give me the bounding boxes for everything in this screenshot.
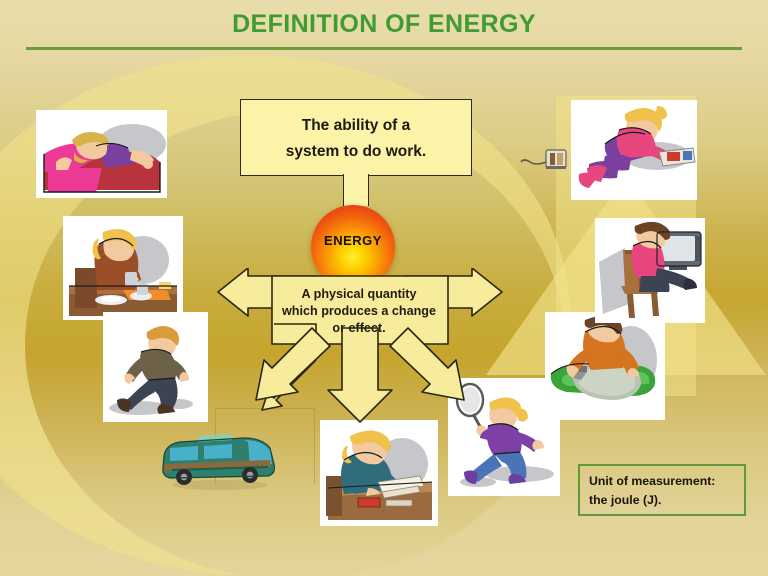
definition-line-1: The ability of a (301, 116, 411, 134)
multi-direction-arrow (212, 268, 508, 428)
clipart-green-bus (158, 430, 280, 492)
arrow-line-3: or effect. (332, 321, 386, 335)
clipart-boy-studying (320, 420, 438, 526)
clipart-girl-eating (63, 216, 183, 320)
clipart-girl-sleeping (36, 110, 167, 198)
unit-line-1: Unit of measurement: (589, 474, 716, 488)
definition-line-2: system to do work. (285, 142, 427, 160)
clipart-plugged-appliance (520, 146, 570, 176)
arrow-line-2: which produces a change (282, 304, 436, 318)
title-bar: DEFINITION OF ENERGY (0, 6, 768, 52)
definition-callout-box: The ability of a system to do work. (240, 99, 472, 176)
clipart-girl-tennis (448, 378, 560, 496)
page-title: DEFINITION OF ENERGY (232, 10, 536, 38)
definition-callout-stem (343, 174, 369, 206)
unit-line-2: the joule (J). (589, 493, 662, 507)
clipart-boy-watching-tv (595, 218, 705, 323)
clipart-girl-reading (571, 100, 697, 200)
clipart-man-ironing (545, 312, 665, 420)
title-underline (26, 47, 742, 50)
unit-of-measurement-box: Unit of measurement: the joule (J). (578, 464, 746, 516)
energy-node-label: ENERGY (324, 232, 382, 248)
clipart-boy-running (103, 312, 208, 422)
arrow-description-text: A physical quantity which produces a cha… (246, 286, 472, 337)
arrow-line-1: A physical quantity (301, 287, 417, 301)
energy-node-circle: ENERGY (311, 205, 395, 289)
